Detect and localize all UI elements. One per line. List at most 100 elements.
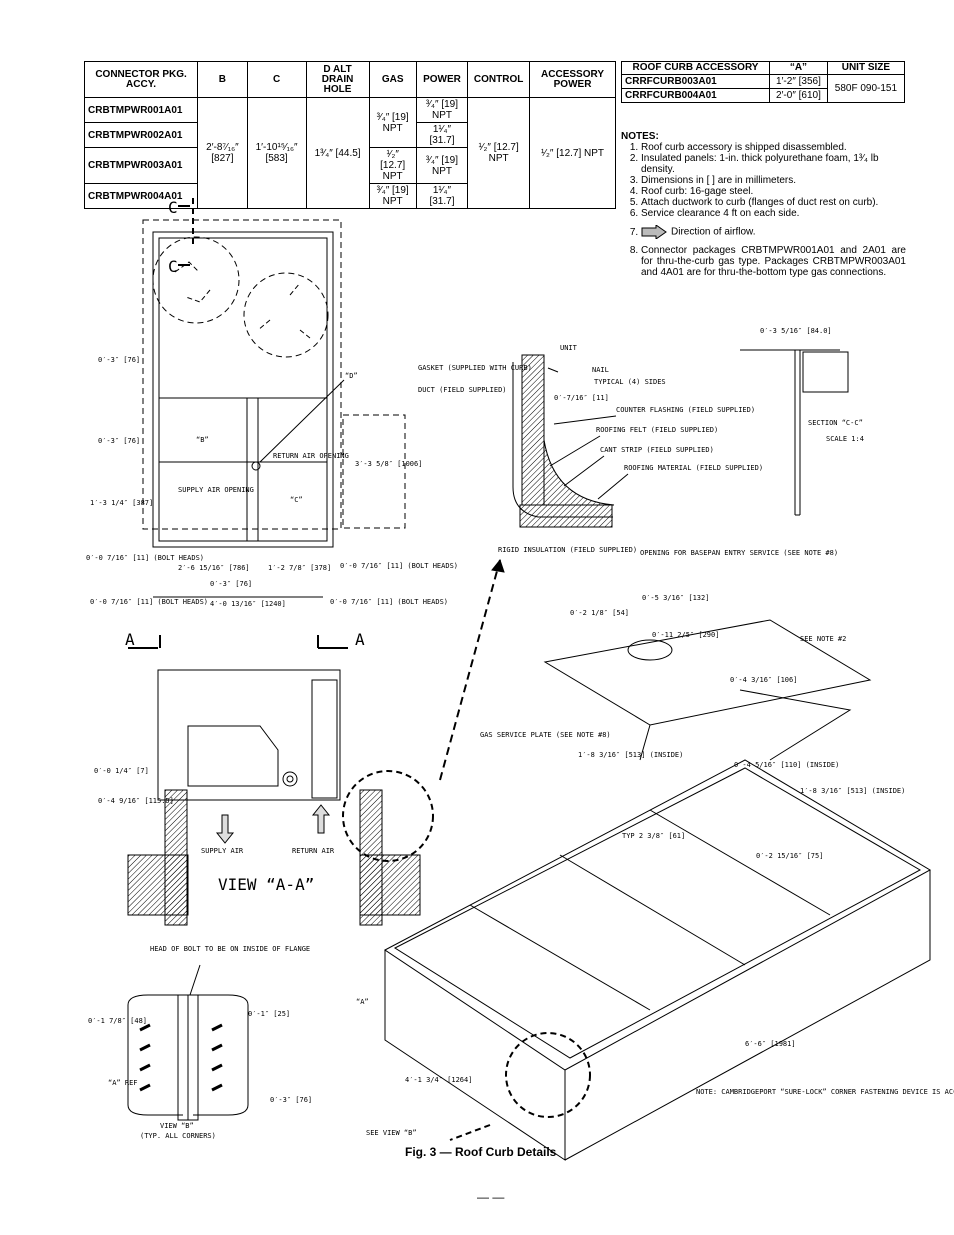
dim-0-1: 0′-1″ [25] — [248, 1010, 290, 1018]
typical-sides-label: TYPICAL (4) SIDES — [594, 378, 666, 386]
return-air-label: RETURN AIR — [292, 847, 335, 855]
b-label: “B” — [196, 436, 209, 444]
c-label: “C” — [290, 496, 303, 504]
page-number: — — — [477, 1190, 505, 1204]
section-c-marker-2: C — [168, 257, 178, 276]
unit-label: UNIT — [560, 344, 578, 352]
dim-bolt-heads-right: 0′-0 7/16″ [11] (BOLT HEADS) — [340, 562, 458, 570]
dim-0-3-bottom: 0′-3″ [76] — [210, 580, 252, 588]
dim-0-5-316: 0′-5 3/16″ [132] — [642, 594, 709, 602]
roof-curb-table: ROOF CURB ACCESSORY “A” UNIT SIZE CRRFCU… — [620, 61, 906, 103]
rigid-insulation-label: RIGID INSULATION (FIELD SUPPLIED) — [498, 546, 637, 554]
notes-heading: NOTES: — [621, 131, 659, 142]
dim-bolt-heads-left: 0′-0 7/16″ [11] (BOLT HEADS) — [86, 554, 204, 562]
dim-bolt-heads-right-2: 0′-0 7/16″ [11] (BOLT HEADS) — [330, 598, 448, 606]
dim-1-3-14: 1′-3 1/4″ [387] — [90, 499, 153, 507]
section-cc-dim: 0′-3 5/16″ [84.0] — [760, 327, 832, 335]
package-4: CRBTMPWR004A01 — [83, 183, 199, 209]
head-of-bolt-label: HEAD OF BOLT TO BE ON INSIDE OF FLANGE — [150, 945, 310, 953]
view-b: HEAD OF BOLT TO BE ON INSIDE OF FLANGE 0… — [88, 945, 312, 1140]
supply-air-label: SUPPLY AIR — [201, 847, 244, 855]
dim-1-8-316-right: 1′-8 3/16″ [513] (INSIDE) — [800, 787, 905, 795]
power-4: 1¹⁄₄″ [31.7] — [415, 183, 469, 209]
note-item: Service clearance 4 ft on each side. — [641, 208, 906, 219]
view-b-subtitle: (TYP. ALL CORNERS) — [140, 1132, 216, 1140]
dim-1-8-316-left: 1′-8 3/16″ [513] (INSIDE) — [578, 751, 683, 759]
dim-0-4-916: 0′-4 9/16″ [115.5] — [98, 797, 174, 805]
roofing-felt-label: ROOFING FELT (FIELD SUPPLIED) — [596, 426, 718, 434]
package-2: CRBTMPWR002A01 — [83, 122, 199, 148]
curb-isometric: OPENING FOR BASEPAN ENTRY SERVICE (SEE N… — [356, 549, 954, 1161]
dim-0-0-14: 0′-0 1/4″ [7] — [94, 767, 149, 775]
curb-accessory-2: CRRFCURB004A01 — [620, 88, 771, 103]
dim-0-4-516: 0′-4 5/16″ [110] (INSIDE) — [734, 761, 839, 769]
dim-0-7-16: 0′-7/16″ [11] — [554, 394, 609, 402]
dim-typ: TYP 2 3/8″ [61] — [622, 832, 685, 840]
dim-0-3-top: 0′-3″ [76] — [98, 356, 140, 364]
gasket-label: GASKET (SUPPLIED WITH CURB) — [418, 364, 532, 372]
section-cc-scale: SCALE 1:4 — [826, 435, 864, 443]
view-aa-title: VIEW “A-A” — [218, 875, 314, 894]
opening-basepan-label: OPENING FOR BASEPAN ENTRY SERVICE (SEE N… — [640, 549, 838, 557]
d-value: 1³⁄₄″ [44.5] — [305, 97, 370, 209]
see-note-2: SEE NOTE #2 — [800, 635, 846, 643]
dim-2-6: 2′-6 15/16″ [786] — [178, 564, 250, 572]
dim-0-11: 0′-11 2/5″ [290] — [652, 631, 719, 639]
dim-0-2-18: 0′-2 1/8″ [54] — [570, 609, 629, 617]
power-1: ³⁄₄″ [19] NPT — [415, 97, 469, 123]
unit-size: 580F 090-151 — [826, 74, 906, 103]
section-cc: 0′-3 5/16″ [84.0] SECTION “C-C” SCALE 1:… — [740, 327, 864, 516]
d-label: “D” — [345, 372, 358, 380]
see-view-b: SEE VIEW “B” — [366, 1129, 417, 1137]
th-accessory-power: ACCESSORY POWER — [529, 61, 616, 98]
th-d: D ALT DRAIN HOLE — [305, 61, 370, 98]
view-b-title: VIEW “B” — [160, 1122, 194, 1130]
note-item: Connector packages CRBTMPWR001A01 and 2A… — [641, 245, 906, 278]
th-b: B — [197, 61, 248, 98]
duct-label: DUCT (FIELD SUPPLIED) — [418, 386, 507, 394]
notes: NOTES: Roof curb accessory is shipped di… — [621, 131, 906, 278]
dim-0-1-78: 0′-1 7/8″ [48] — [88, 1017, 147, 1025]
section-cc-title: SECTION “C-C” — [808, 419, 863, 427]
section-a-marker-left: A — [125, 630, 135, 649]
gas-1: ³⁄₄″ [19] NPT — [368, 97, 417, 148]
gas-service-label: GAS SERVICE PLATE (SEE NOTE #8) — [480, 731, 611, 739]
th-gas: GAS — [368, 61, 417, 98]
dim-0-4-316: 0′-4 3/16″ [106] — [730, 676, 797, 684]
counter-flashing-label: COUNTER FLASHING (FIELD SUPPLIED) — [616, 406, 755, 414]
return-air-opening-label: RETURN AIR OPENING — [273, 452, 349, 460]
a-label-iso: “A” — [356, 998, 369, 1006]
th-power: POWER — [415, 61, 469, 98]
c-value: 1′-10¹⁵⁄₁₆″ [583] — [246, 97, 307, 209]
note-item: Dimensions in [ ] are in millimeters. — [641, 175, 906, 186]
view-aa: SUPPLY AIR RETURN AIR VIEW “A-A” 0′-0 1/… — [94, 669, 434, 926]
note-airflow-text: Direction of airflow. — [671, 226, 756, 238]
section-c-marker: C — [168, 198, 178, 217]
flashing-detail: GASKET (SUPPLIED WITH CURB) UNIT NAIL DU… — [418, 344, 763, 554]
cant-strip-label: CANT STRIP (FIELD SUPPLIED) — [600, 446, 714, 454]
notes-list: Roof curb accessory is shipped disassemb… — [621, 142, 906, 278]
roofing-material-label: ROOFING MATERIAL (FIELD SUPPLIED) — [624, 464, 763, 472]
connector-package-table: CONNECTOR PKG. ACCY. B C D ALT DRAIN HOL… — [83, 61, 616, 209]
curb-a-2: 2′-0″ [610] — [769, 88, 828, 103]
note-item: Attach ductwork to curb (flanges of duct… — [641, 197, 906, 208]
dim-0-2-1516: 0′-2 15/16″ [75] — [756, 852, 823, 860]
dim-1-2-78: 1′-2 7/8″ [378] — [268, 564, 331, 572]
control-value: ¹⁄₂″ [12.7] NPT — [467, 97, 531, 209]
supply-air-opening-label: SUPPLY AIR OPENING — [178, 486, 254, 494]
b-value: 2′-8⁷⁄₁₆″ [827] — [197, 97, 248, 209]
note-item-airflow: Direction of airflow. — [641, 224, 906, 240]
nail-label: NAIL — [592, 366, 609, 374]
note-item: Roof curb accessory is shipped disassemb… — [641, 142, 906, 153]
dim-4-1: 4′-1 3/4″ [1264] — [405, 1076, 472, 1084]
note-item: Insulated panels: 1-in. thick polyuretha… — [641, 153, 906, 175]
gas-2: ¹⁄₂″ [12.7] NPT — [368, 147, 417, 184]
th-connector: CONNECTOR PKG. ACCY. — [83, 61, 199, 98]
th-control: CONTROL — [467, 61, 531, 98]
dim-bolt-heads-left-2: 0′-0 7/16″ [11] (BOLT HEADS) — [90, 598, 208, 606]
section-a-marker-right: A — [355, 630, 365, 649]
accessory-power-value: ¹⁄₂″ [12.7] NPT — [529, 97, 616, 209]
dim-0-3-mid: 0′-3″ [76] — [98, 437, 140, 445]
note-item: Roof curb: 16-gage steel. — [641, 186, 906, 197]
